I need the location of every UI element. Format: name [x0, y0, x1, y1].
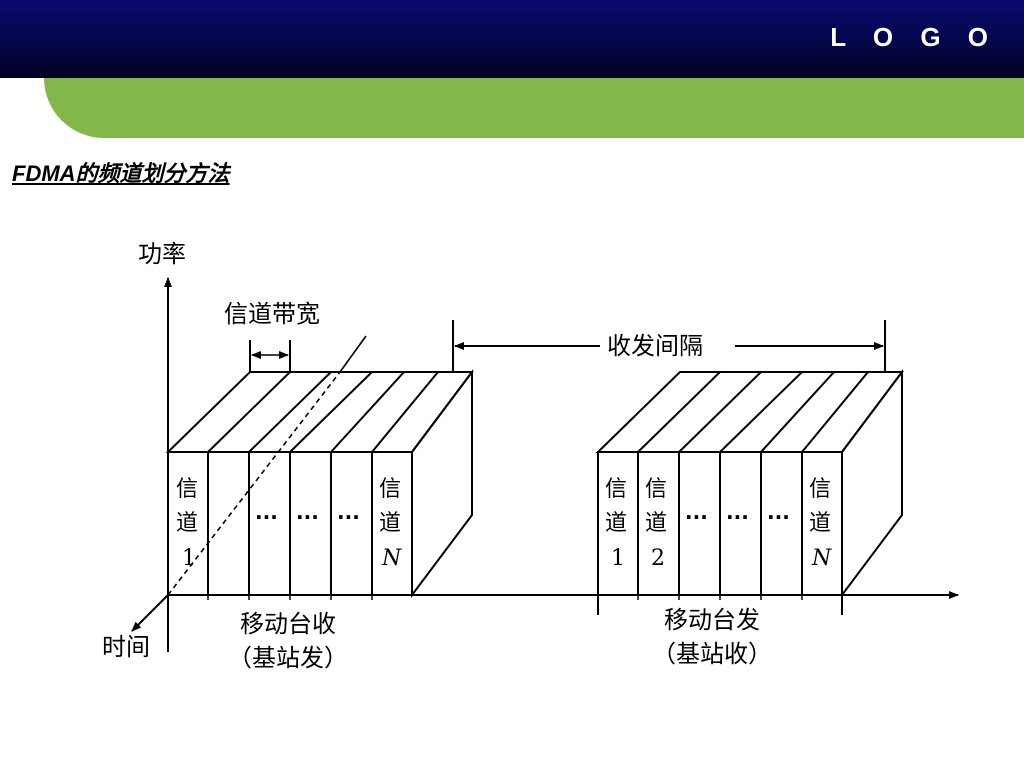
right-ellipsis-2: ···: [726, 505, 749, 529]
left-ellipsis-1: ···: [255, 505, 278, 529]
spacing-label: 收发间隔: [607, 332, 703, 360]
left-channel-n: 信 道 N: [379, 477, 402, 571]
left-ellipsis-2: ···: [296, 505, 319, 529]
accent-band: [44, 78, 1024, 138]
left-group-caption-1: 移动台收: [240, 610, 336, 638]
header-bar: L O G O: [0, 0, 1024, 78]
left-chn-num: N: [381, 546, 402, 571]
slide-title: FDMA的频道划分方法: [12, 161, 230, 186]
right-chn-num: N: [811, 546, 832, 571]
left-ch1-char1: 信: [176, 477, 198, 502]
left-channel-block: [165, 369, 474, 598]
pointer-line: [339, 335, 367, 373]
right-chn-char1: 信: [809, 477, 831, 502]
right-ch2-char1: 信: [645, 477, 667, 502]
right-ch1-char1: 信: [605, 477, 627, 502]
time-axis: [131, 594, 169, 632]
bandwidth-label: 信道带宽: [224, 300, 320, 328]
left-ch1-char2: 道: [176, 511, 198, 536]
right-ch2-char2: 道: [645, 511, 667, 536]
left-channel-1: 信 道 1: [176, 477, 198, 571]
right-ellipsis-1: ···: [685, 505, 708, 529]
right-group-caption-1: 移动台发: [664, 606, 760, 634]
right-channel-2: 信 道 2: [645, 477, 667, 571]
right-channel-n: 信 道 N: [809, 477, 832, 571]
logo: L O G O: [830, 22, 998, 52]
right-ch1-num: 1: [611, 546, 625, 571]
right-group-caption-2: （基站收）: [652, 640, 772, 668]
left-group-caption-2: （基站发）: [228, 644, 348, 672]
right-channel-block: [595, 369, 904, 598]
left-chn-char1: 信: [379, 477, 401, 502]
right-ellipsis-3: ···: [767, 505, 790, 529]
right-chn-char2: 道: [809, 511, 831, 536]
left-chn-char2: 道: [379, 511, 401, 536]
right-channel-1: 信 道 1: [605, 477, 627, 571]
dashed-diagonal: [167, 371, 341, 596]
power-axis-label: 功率: [138, 240, 186, 268]
time-axis-label: 时间: [102, 633, 150, 661]
left-ellipsis-3: ···: [337, 505, 360, 529]
right-ch1-char2: 道: [605, 511, 627, 536]
left-ch1-num: 1: [182, 546, 196, 571]
right-ch2-num: 2: [651, 546, 665, 571]
